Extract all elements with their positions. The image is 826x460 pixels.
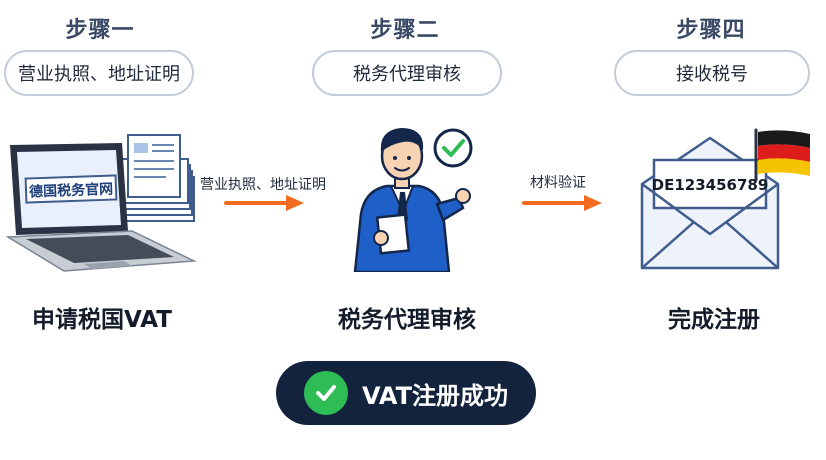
step1-pill: 营业执照、地址证明 bbox=[4, 50, 194, 96]
step4-label: 完成注册 bbox=[668, 307, 760, 333]
success-badge: VAT注册成功 bbox=[276, 361, 536, 425]
step1-pill-text: 营业执照、地址证明 bbox=[18, 64, 180, 85]
arrow2-icon bbox=[522, 195, 602, 211]
step4-title: 步骤四 bbox=[676, 18, 746, 43]
step2-title: 步骤二 bbox=[370, 18, 440, 43]
step2-pill-text: 税务代理审核 bbox=[353, 64, 461, 85]
step4-pill-text: 接收税号 bbox=[676, 64, 748, 85]
arrow1-label: 营业执照、地址证明 bbox=[200, 177, 326, 193]
approved-check-icon bbox=[433, 128, 473, 168]
success-check-icon bbox=[303, 371, 348, 415]
laptop-illustration: 德国税务官网 bbox=[5, 134, 197, 272]
success-text: VAT注册成功 bbox=[361, 381, 509, 410]
arrow2-label: 材料验证 bbox=[530, 175, 586, 191]
step1-title: 步骤一 bbox=[65, 18, 135, 43]
arrow1-icon bbox=[224, 195, 304, 211]
germany-flag-icon bbox=[754, 128, 810, 182]
laptop-screen-text: 德国税务官网 bbox=[29, 181, 114, 201]
tax-agent-illustration bbox=[353, 128, 473, 272]
step1-label: 申请税国VAT bbox=[32, 307, 172, 333]
envelope-illustration: DE123456789 bbox=[640, 128, 810, 270]
envelope-icon: DE123456789 bbox=[640, 136, 780, 270]
vat-number-text: DE123456789 bbox=[652, 176, 769, 194]
step2-label: 税务代理审核 bbox=[338, 307, 476, 333]
step4-pill: 接收税号 bbox=[614, 50, 810, 96]
step2-pill: 税务代理审核 bbox=[312, 50, 502, 96]
